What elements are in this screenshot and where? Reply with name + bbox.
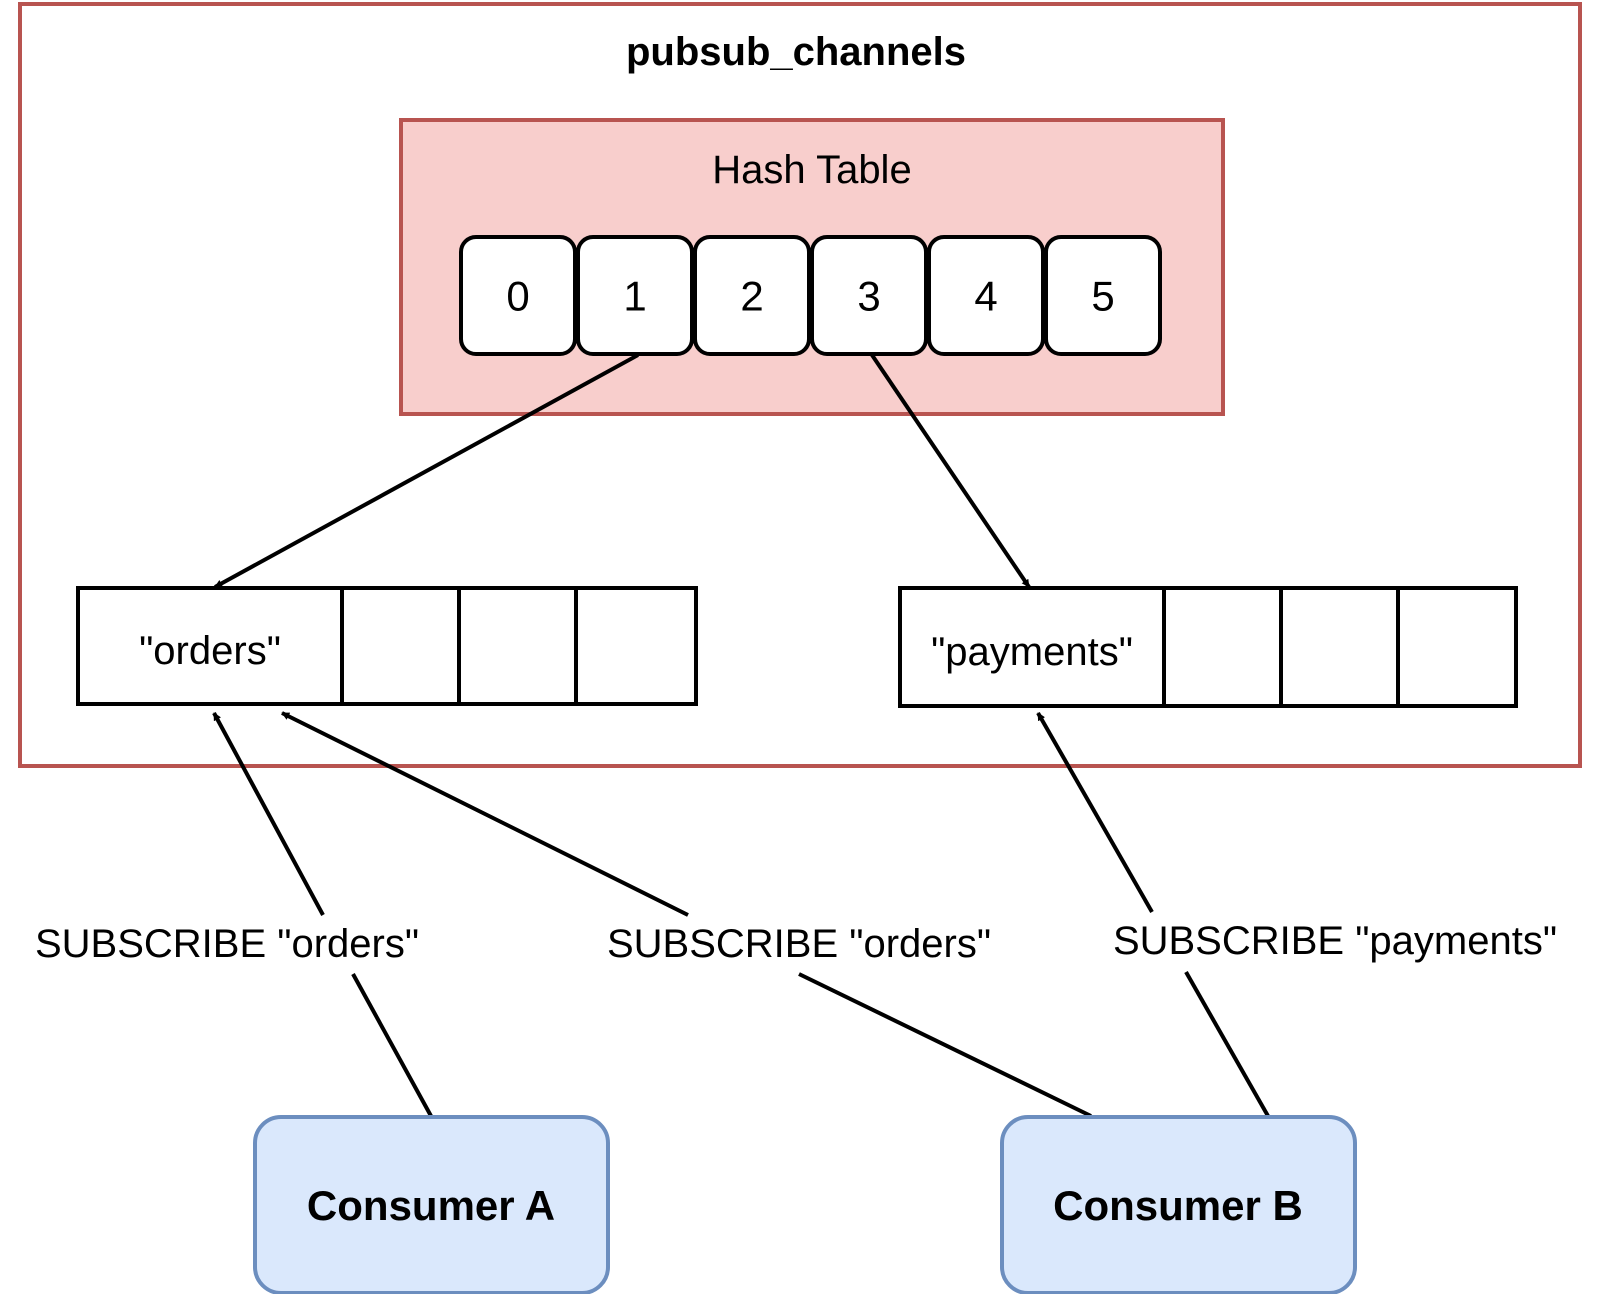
edge-consumer-b-to-orders — [281, 711, 1092, 1118]
hash-bucket-box — [927, 235, 1045, 356]
hash-bucket-4: 4 — [927, 235, 1045, 356]
hash-bucket-box — [1044, 235, 1162, 356]
channel-orders-list: "orders" — [76, 586, 698, 706]
hash-bucket-3: 3 — [810, 235, 928, 356]
hash-bucket-label: 4 — [974, 273, 997, 320]
edge-label-consumer-a-orders: SUBSCRIBE "orders" — [35, 922, 419, 966]
hash-bucket-label: 0 — [506, 273, 529, 320]
channel-payments-slot — [1279, 586, 1400, 708]
edge-consumer-b-to-payments — [1036, 712, 1270, 1117]
edge-consumer-a-to-orders — [212, 712, 433, 1117]
hash-bucket-label: 5 — [1091, 273, 1114, 320]
hash-bucket-box — [576, 235, 694, 356]
hash-bucket-box — [693, 235, 811, 356]
hash-bucket-label: 3 — [857, 273, 880, 320]
hash-bucket-5: 5 — [1044, 235, 1162, 356]
arrow-bucket1-to-orders — [214, 353, 639, 589]
pubsub-channels-title: pubsub_channels — [626, 30, 966, 74]
hash-table-label: Hash Table — [712, 148, 911, 192]
hash-bucket-2: 2 — [693, 235, 811, 356]
edge-label-consumer-b-payments: SUBSCRIBE "payments" — [1113, 919, 1557, 963]
channel-payments-name-cell — [898, 586, 1166, 708]
hash-bucket-1: 1 — [576, 235, 694, 356]
channel-orders-slot — [574, 586, 698, 706]
consumer-b: Consumer B — [1000, 1115, 1357, 1294]
hash-bucket-label: 2 — [740, 273, 763, 320]
edge-label-consumer-b-orders: SUBSCRIBE "orders" — [607, 922, 991, 966]
hash-buckets: 0 1 2 3 4 5 — [459, 235, 1162, 356]
hash-bucket-box — [810, 235, 928, 356]
hash-bucket-0: 0 — [459, 235, 577, 356]
channel-orders-slot — [340, 586, 461, 706]
channel-payments-slot — [1396, 586, 1518, 708]
hash-bucket-label: 1 — [623, 273, 646, 320]
consumer-a: Consumer A — [253, 1115, 610, 1294]
consumer-a-label: Consumer A — [307, 1182, 555, 1229]
channel-orders-slot — [457, 586, 578, 706]
channel-payments-list: "payments" — [898, 586, 1518, 708]
channel-orders-label: "orders" — [139, 629, 281, 673]
channel-payments-slot — [1162, 586, 1283, 708]
arrow-bucket3-to-payments — [870, 353, 1031, 589]
consumer-b-label: Consumer B — [1053, 1182, 1303, 1229]
channel-payments-label: "payments" — [931, 630, 1133, 674]
hash-bucket-box — [459, 235, 577, 356]
